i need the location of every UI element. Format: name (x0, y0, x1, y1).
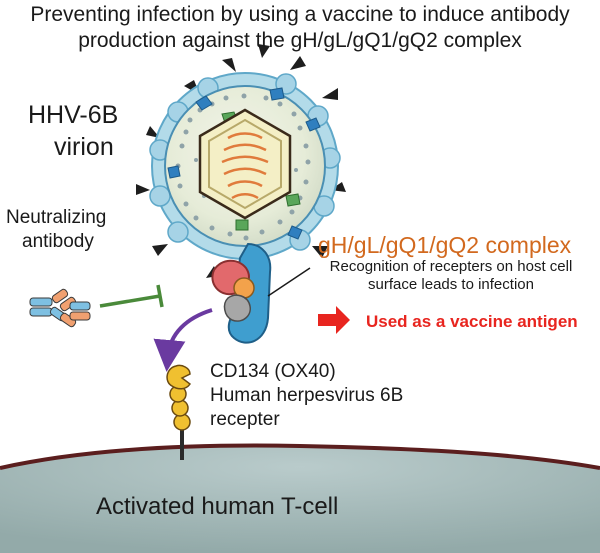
right-arrow-icon (318, 306, 350, 334)
antibody-label-line-1: Neutralizing (6, 207, 107, 228)
vaccine-antigen-label: Used as a vaccine antigen (366, 312, 578, 331)
receptor-label-line-3: recepter (210, 409, 280, 430)
glycoprotein-complex-icon (211, 242, 272, 344)
title-line-2: production against the gH/gL/gQ1/gQ2 com… (78, 29, 522, 52)
receptor-label-line-1: CD134 (OX40) (210, 361, 336, 382)
complex-label: gH/gL/gQ1/gQ2 complex (318, 232, 572, 258)
virion-label-line-1: HHV-6B (28, 101, 119, 129)
t-cell-membrane-icon (0, 443, 600, 553)
virion-icon (136, 44, 346, 278)
title-line-1: Preventing infection by using a vaccine … (30, 3, 570, 26)
curved-arrow-icon (153, 308, 213, 372)
receptor-label-line-2: Human herpesvirus 6B (210, 385, 404, 406)
complex-pointer-line (267, 267, 311, 297)
complex-description-line-2: surface leads to infection (368, 276, 534, 293)
virion-label-line-2: virion (54, 133, 114, 161)
antibody-label-line-2: antibody (22, 231, 94, 252)
antibody-icon (29, 288, 91, 328)
cell-label: Activated human T-cell (96, 493, 339, 520)
inhibition-bar-icon (99, 284, 164, 308)
complex-description-line-1: Recognition of recepters on host cell (329, 258, 573, 275)
receptor-icon (166, 364, 192, 460)
